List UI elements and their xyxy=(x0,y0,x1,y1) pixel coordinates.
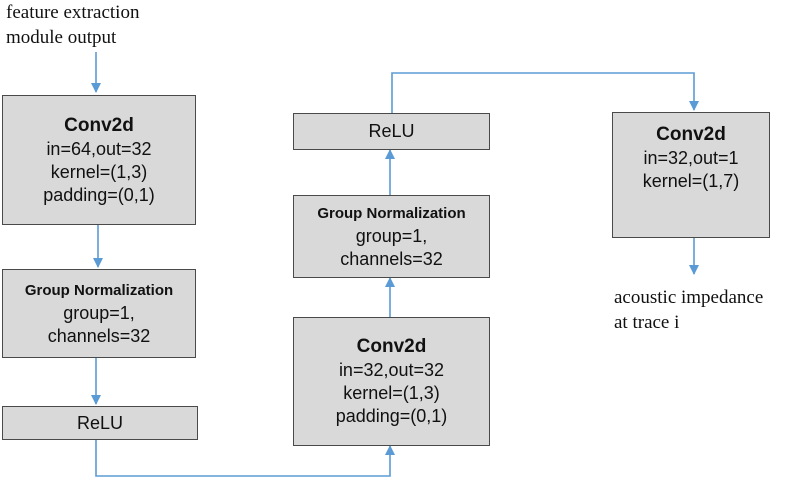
block-title: Conv2d xyxy=(356,336,427,357)
block-title: Conv2d xyxy=(656,124,726,145)
block-param: in=32,out=32 xyxy=(338,360,445,380)
block-param: in=32,out=1 xyxy=(643,148,739,168)
block-param: group=1, xyxy=(63,302,135,323)
block-param: padding=(0,1) xyxy=(335,406,448,426)
input-label-line1: feature extraction xyxy=(6,2,140,23)
block-param: kernel=(1,3) xyxy=(343,383,440,403)
relu-block-1: ReLU xyxy=(2,406,198,440)
conv2d-block-3: Conv2d in=32,out=1 kernel=(1,7) xyxy=(612,112,770,238)
block-title: Group Normalization xyxy=(317,204,466,222)
block-param: group=1, xyxy=(355,225,428,246)
relu-block-2: ReLU xyxy=(293,113,490,150)
block-param: channels=32 xyxy=(47,325,151,346)
group-norm-block-1: Group Normalization group=1, channels=32 xyxy=(2,269,196,358)
group-norm-block-2: Group Normalization group=1, channels=32 xyxy=(293,195,490,278)
arrow-relu2-to-conv3 xyxy=(391,72,699,113)
output-label-line1: acoustic impedance xyxy=(614,287,764,308)
conv2d-block-2: Conv2d in=32,out=32 kernel=(1,3) padding… xyxy=(293,317,490,446)
block-param: channels=32 xyxy=(340,248,443,269)
conv2d-block-1: Conv2d in=64,out=32 kernel=(1,3) padding… xyxy=(2,95,196,225)
block-param: padding=(0,1) xyxy=(43,184,155,205)
block-param: kernel=(1,3) xyxy=(50,161,148,182)
output-label-line2: at trace i xyxy=(614,312,680,333)
block-title: Group Normalization xyxy=(24,281,174,299)
input-label: feature extraction module output xyxy=(6,0,139,50)
block-label: ReLU xyxy=(368,121,415,141)
input-label-line2: module output xyxy=(6,27,117,48)
arrow-relu1-to-conv2 xyxy=(95,440,395,477)
block-param: kernel=(1,7) xyxy=(642,171,740,191)
block-param: in=64,out=32 xyxy=(46,138,152,159)
block-title: Conv2d xyxy=(64,114,134,136)
output-label: acoustic impedance at trace i xyxy=(614,285,763,335)
block-label: ReLU xyxy=(76,412,124,433)
